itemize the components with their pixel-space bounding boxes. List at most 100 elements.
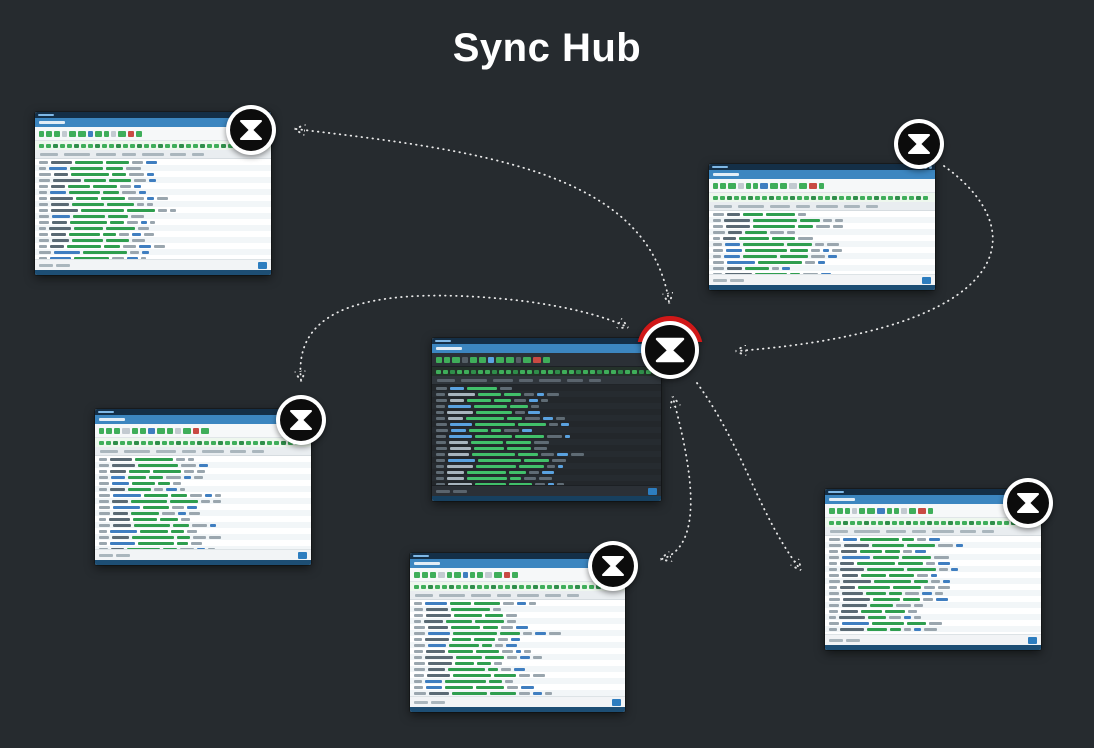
cell-dash (726, 248, 742, 252)
filter-chip (109, 143, 114, 148)
filter-chip (239, 440, 244, 445)
window-titlebar (410, 559, 625, 568)
table-row (410, 636, 625, 642)
filter-chip (575, 584, 580, 589)
cell-dash (753, 218, 797, 222)
toolbar-button (422, 571, 428, 578)
cell-dash (547, 434, 562, 438)
cell-dash (489, 679, 502, 683)
cell-dash (49, 166, 67, 170)
table-row (95, 456, 311, 462)
table-row (825, 614, 1041, 620)
toolbar-button (887, 507, 892, 514)
table-row (432, 463, 661, 469)
toolbar-button (193, 427, 199, 434)
cell-dash (713, 212, 724, 216)
filter-chip (576, 369, 581, 374)
window-footer (95, 560, 311, 565)
toolbar-button (136, 130, 142, 137)
cell-dash (924, 585, 935, 589)
cell-dash (120, 184, 131, 188)
cell-dash (449, 434, 472, 438)
cell-dash (519, 673, 530, 677)
filter-chip (127, 440, 132, 445)
cell-dash (425, 637, 449, 641)
cell-dash (829, 621, 839, 625)
sync-node-bottom-center (587, 540, 639, 592)
cell-dash (890, 627, 901, 631)
cell-dash (414, 679, 422, 683)
cell-dash (523, 631, 532, 635)
filter-chip (499, 369, 504, 374)
cell-dash (908, 609, 917, 613)
toolbar-button (760, 182, 768, 189)
window-titlebar (432, 344, 661, 353)
column-dash (122, 152, 136, 156)
cell-dash (915, 549, 926, 553)
cell-dash (818, 260, 825, 264)
cell-dash (436, 386, 447, 390)
filter-chip (720, 195, 725, 200)
column-dash (471, 593, 491, 597)
cell-dash (150, 220, 155, 224)
cell-dash (72, 202, 104, 206)
cell-dash (780, 254, 808, 258)
cell-dash (110, 220, 124, 224)
filter-chip (457, 369, 462, 374)
column-dash (40, 152, 58, 156)
column-dash (170, 152, 186, 156)
cell-dash (782, 266, 790, 270)
cell-dash (510, 404, 528, 408)
cell-dash (142, 250, 149, 254)
cell-dash (99, 463, 109, 467)
cell-dash (515, 434, 544, 438)
filter-chip (562, 369, 567, 374)
filter-chip (804, 195, 809, 200)
cell-dash (713, 266, 724, 270)
cell-dash (187, 529, 197, 533)
table-row (432, 451, 661, 457)
cell-dash (135, 457, 173, 461)
menu-dash (436, 347, 462, 350)
cell-dash (745, 230, 767, 234)
cell-dash (123, 244, 136, 248)
cell-dash (743, 254, 777, 258)
column-dash (100, 449, 118, 453)
cell-dash (178, 511, 186, 515)
toolbar-button (909, 507, 916, 514)
cell-dash (436, 428, 448, 432)
cell-dash (549, 631, 561, 635)
cell-dash (713, 260, 724, 264)
cell-dash (842, 573, 858, 577)
filter-chip (920, 520, 925, 525)
cell-dash (39, 184, 48, 188)
cell-dash (132, 535, 174, 539)
status-dash (414, 700, 428, 704)
cell-dash (39, 178, 50, 182)
table-row (410, 624, 625, 630)
cell-dash (529, 470, 539, 474)
cell-dash (535, 482, 545, 485)
toolbar-button (488, 356, 494, 363)
cell-dash (177, 535, 190, 539)
cell-dash (428, 625, 448, 629)
toolbar-button (829, 507, 835, 514)
cell-dash (861, 609, 882, 613)
cell-dash (103, 232, 116, 236)
cell-dash (109, 178, 131, 182)
filter-chip (260, 440, 265, 445)
cell-dash (414, 625, 425, 629)
cell-dash (52, 220, 67, 224)
toolbar-button (148, 427, 155, 434)
cell-dash (166, 475, 181, 479)
cell-dash (835, 218, 843, 222)
cell-dash (193, 535, 206, 539)
column-dash (156, 449, 176, 453)
filter-chip (179, 143, 184, 148)
cell-dash (414, 601, 422, 605)
table-row (825, 572, 1041, 578)
cell-dash (509, 482, 532, 485)
cell-dash (436, 458, 445, 462)
filter-chip (228, 143, 233, 148)
cell-dash (956, 543, 963, 547)
